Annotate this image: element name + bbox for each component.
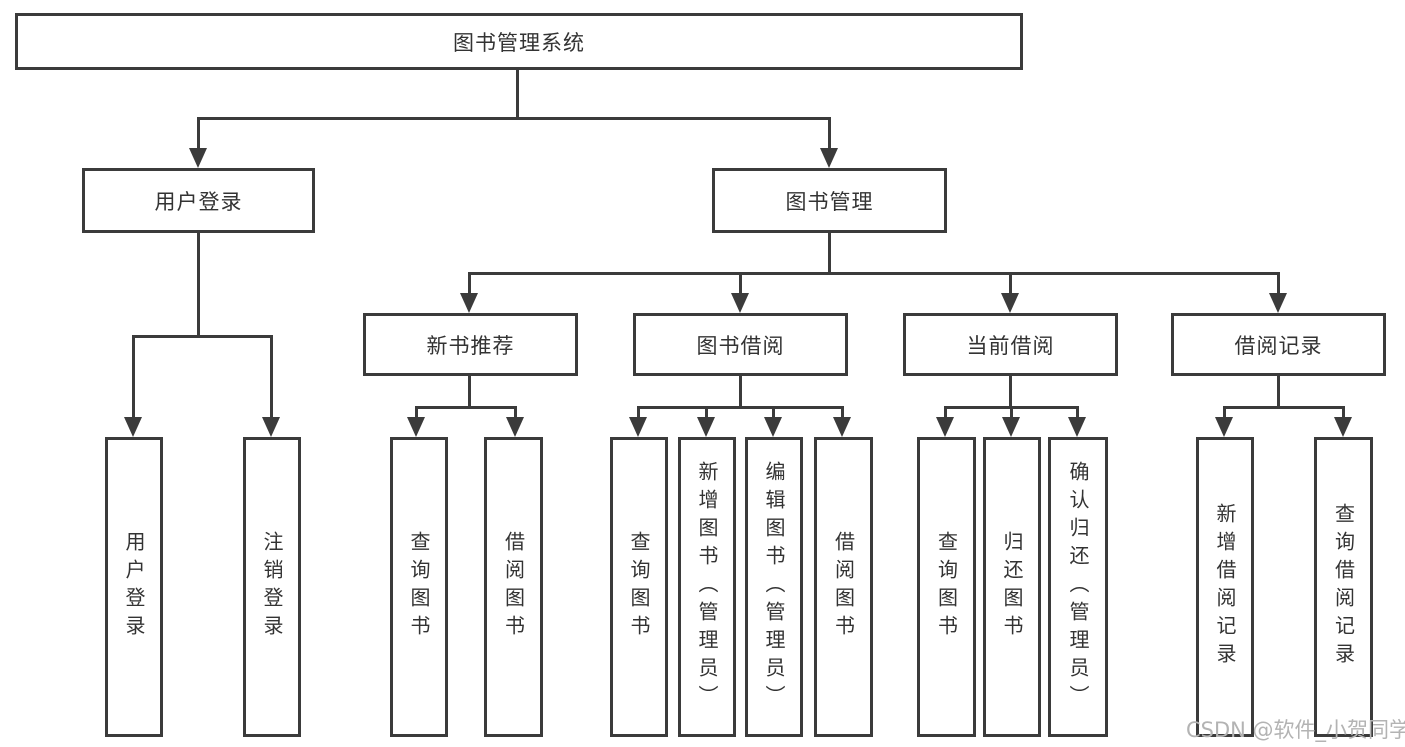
arrow-to-rec-add — [1215, 417, 1233, 437]
connector-current-borrow-stem — [1009, 272, 1012, 294]
arrow-to-cur-confirm — [1068, 417, 1086, 437]
arrow-to-nb-borrow — [506, 417, 524, 437]
connector-cur-return-stem — [1010, 406, 1013, 419]
arrow-to-bw-edit — [764, 417, 782, 437]
connector-new-book-stem — [468, 272, 471, 294]
connector-cur-confirm-stem — [1076, 406, 1079, 419]
node-borrow-records: 借阅记录 — [1171, 313, 1386, 376]
arrow-to-book-mgmt — [820, 148, 838, 168]
arrow-to-rec-query — [1334, 417, 1352, 437]
connector-borrow-records-down — [1277, 376, 1280, 408]
arrow-to-nb-query — [407, 417, 425, 437]
node-leaf-logout: 注销登录 — [243, 437, 301, 737]
connector-nb-borrow-stem — [514, 406, 517, 419]
csdn-watermark: CSDN @软件_小贺同学 — [1186, 718, 1405, 742]
node-new-book: 新书推荐 — [363, 313, 578, 376]
connector-borrow-records-branch — [1223, 406, 1344, 409]
connector-user-login-stem — [197, 117, 200, 149]
connector-new-book-down — [468, 376, 471, 408]
node-leaf-login: 用户登录 — [105, 437, 163, 737]
node-leaf-nb-borrow: 借阅图书 — [484, 437, 543, 737]
node-leaf-cur-query: 查询图书 — [917, 437, 976, 737]
connector-bw-edit-stem — [772, 406, 775, 419]
arrow-to-bw-query — [629, 417, 647, 437]
connector-borrow-records-stem — [1277, 272, 1280, 294]
connector-rec-add-stem — [1223, 406, 1226, 419]
node-user-login: 用户登录 — [82, 168, 315, 233]
connector-bw-borrow-stem — [841, 406, 844, 419]
connector-new-book-branch — [415, 406, 517, 409]
connector-book-borrow-stem — [739, 272, 742, 294]
arrow-to-logout — [262, 417, 280, 437]
node-leaf-bw-query: 查询图书 — [610, 437, 668, 737]
connector-rec-query-stem — [1342, 406, 1345, 419]
node-leaf-rec-add: 新增借阅记录 — [1196, 437, 1254, 737]
node-leaf-bw-add: 新增图书（管理员） — [678, 437, 736, 737]
connector-level3-branch — [468, 272, 1278, 275]
connector-user-login-branch — [132, 335, 272, 338]
arrow-to-cur-query — [936, 417, 954, 437]
node-leaf-cur-return: 归还图书 — [983, 437, 1041, 737]
node-leaf-nb-query: 查询图书 — [390, 437, 448, 737]
arrow-to-bw-borrow — [833, 417, 851, 437]
connector-nb-query-stem — [415, 406, 418, 419]
arrow-to-current-borrow — [1001, 293, 1019, 313]
arrow-to-login — [124, 417, 142, 437]
node-current-borrow: 当前借阅 — [903, 313, 1118, 376]
arrow-to-user-login — [189, 148, 207, 168]
connector-root-stem — [516, 70, 519, 118]
node-leaf-bw-edit: 编辑图书（管理员） — [745, 437, 803, 737]
connector-cur-query-stem — [944, 406, 947, 419]
connector-current-borrow-down — [1009, 376, 1012, 408]
arrow-to-new-book — [460, 293, 478, 313]
connector-login-stem — [132, 335, 135, 417]
node-leaf-cur-confirm: 确认归还（管理员） — [1048, 437, 1108, 737]
connector-bw-add-stem — [705, 406, 708, 419]
node-root: 图书管理系统 — [15, 13, 1023, 70]
node-leaf-bw-borrow: 借阅图书 — [814, 437, 873, 737]
arrow-to-book-borrow — [731, 293, 749, 313]
connector-user-login-down — [197, 233, 200, 337]
arrow-to-bw-add — [697, 417, 715, 437]
connector-book-borrow-branch — [637, 406, 843, 409]
connector-book-mgmt-down — [828, 233, 831, 274]
arrow-to-cur-return — [1002, 417, 1020, 437]
node-book-mgmt: 图书管理 — [712, 168, 947, 233]
connector-book-mgmt-stem — [828, 117, 831, 149]
connector-logout-stem — [270, 335, 273, 417]
connector-book-borrow-down — [739, 376, 742, 408]
node-book-borrow: 图书借阅 — [633, 313, 848, 376]
connector-bw-query-stem — [637, 406, 640, 419]
arrow-to-borrow-records — [1269, 293, 1287, 313]
node-leaf-rec-query: 查询借阅记录 — [1314, 437, 1373, 737]
connector-level2-branch — [197, 117, 830, 120]
